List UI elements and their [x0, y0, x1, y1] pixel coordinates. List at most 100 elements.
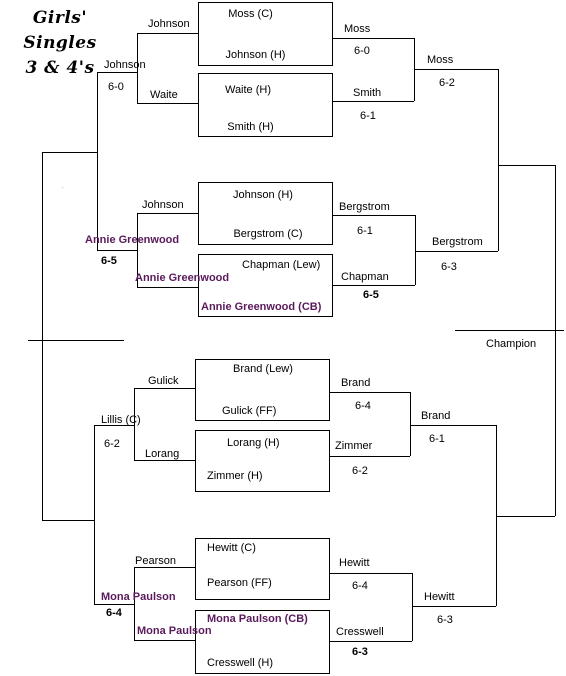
- line: [137, 103, 198, 104]
- r2-brand-score: 6-4: [355, 400, 371, 412]
- line: [97, 72, 98, 250]
- box1-bottom-player: Johnson (H): [225, 49, 286, 61]
- line: [134, 388, 135, 460]
- r1-gulick: Gulick: [148, 375, 179, 387]
- box5-bottom-player: Gulick (FF): [222, 405, 277, 417]
- r3-bergstrom-score: 6-3: [441, 261, 457, 273]
- r2-brand: Brand: [341, 377, 371, 389]
- box5-top-player: Brand (Lew): [233, 363, 293, 375]
- bracket-title: Girls' Singles 3 & 4's: [10, 6, 110, 81]
- line: [94, 425, 95, 604]
- line: [498, 165, 555, 166]
- left-johnson-score: 6-0: [108, 81, 124, 93]
- r2-bergstrom-score: 6-1: [357, 225, 373, 237]
- left-greenwood: Annie Greenwood: [85, 234, 180, 246]
- left-johnson: Johnson: [104, 59, 146, 71]
- match-box-6: [195, 430, 330, 492]
- line: [333, 285, 415, 286]
- box7-top-player: Hewitt (C): [207, 542, 256, 554]
- box1-top-player: Moss (C): [228, 8, 273, 20]
- r2-hewitt-score: 6-4: [352, 580, 368, 592]
- box6-bottom-player: Zimmer (H): [207, 470, 263, 482]
- match-box-7: [195, 538, 330, 600]
- r2-cresswell: Cresswell: [336, 626, 384, 638]
- r3-brand-score: 6-1: [429, 433, 445, 445]
- r2-zimmer-score: 6-2: [352, 465, 368, 477]
- line: [330, 573, 412, 574]
- line: [134, 388, 195, 389]
- r2-chapman: Chapman: [341, 271, 389, 283]
- match-box-3: [198, 182, 333, 245]
- line: [137, 33, 138, 103]
- line: [412, 606, 496, 607]
- left-greenwood-score: 6-5: [101, 255, 117, 267]
- box2-bottom-player: Smith (H): [227, 121, 274, 133]
- match-box-8: [195, 610, 330, 674]
- box8-top-player: Mona Paulson (CB): [207, 613, 308, 625]
- line: [134, 567, 135, 640]
- title-line-3: 3 & 4's: [25, 58, 95, 78]
- r3-bergstrom: Bergstrom: [432, 236, 483, 248]
- box3-bottom-player: Bergstrom (C): [233, 228, 303, 240]
- line: [412, 573, 413, 641]
- r2-zimmer: Zimmer: [335, 440, 373, 452]
- r3-hewitt-score: 6-3: [437, 614, 453, 626]
- box6-top-player: Lorang (H): [227, 437, 280, 449]
- line: [333, 101, 414, 102]
- r1-lorang: Lorang: [145, 448, 180, 460]
- line: [414, 69, 498, 70]
- line: [137, 33, 198, 34]
- line: [134, 460, 195, 461]
- line: [42, 520, 94, 521]
- title-line-1: Girls': [32, 8, 88, 28]
- line: [330, 392, 410, 393]
- line: [97, 250, 137, 251]
- line: [415, 215, 416, 285]
- r1-johnson-b: Johnson: [142, 199, 184, 211]
- r2-smith-score: 6-1: [360, 110, 376, 122]
- line: [134, 640, 195, 641]
- line: [496, 425, 497, 606]
- r1-greenwood: Annie Greenwood: [135, 272, 230, 284]
- line: [333, 215, 415, 216]
- r2-chapman-score: 6-5: [363, 289, 379, 301]
- match-box-4: [198, 254, 333, 317]
- box4-top-player: Chapman (Lew): [242, 259, 321, 271]
- line: [410, 425, 496, 426]
- r2-moss: Moss: [344, 23, 371, 35]
- line: [137, 213, 198, 214]
- r3-moss-score: 6-2: [439, 77, 455, 89]
- left-lillis: Lillis (C): [101, 414, 141, 426]
- match-box-2: [198, 73, 333, 137]
- box8-bottom-player: Cresswell (H): [207, 657, 273, 669]
- line: [410, 392, 411, 456]
- match-box-1: [198, 2, 333, 66]
- line: [498, 69, 499, 251]
- line: [42, 152, 97, 153]
- line: [415, 251, 498, 252]
- line: [330, 641, 412, 642]
- champion-label: Champion: [486, 338, 537, 350]
- line: [137, 287, 198, 288]
- line: [330, 456, 410, 457]
- box3-top-player: Johnson (H): [233, 189, 293, 201]
- line: [94, 425, 134, 426]
- r3-moss: Moss: [427, 54, 454, 66]
- line: [134, 567, 195, 568]
- r2-bergstrom: Bergstrom: [339, 201, 390, 213]
- r3-brand: Brand: [421, 410, 451, 422]
- line: [555, 165, 556, 516]
- left-paulson: Mona Paulson: [101, 591, 176, 603]
- match-box-5: [195, 359, 330, 421]
- r2-hewitt: Hewitt: [339, 557, 370, 569]
- title-line-2: Singles: [23, 33, 97, 53]
- r3-hewitt: Hewitt: [424, 591, 455, 603]
- line: [42, 152, 43, 520]
- line: [137, 213, 138, 287]
- line: [97, 72, 137, 73]
- box4-bottom-player: Annie Greenwood (CB): [201, 301, 322, 313]
- line: [496, 516, 555, 517]
- line: [333, 38, 414, 39]
- r2-moss-score: 6-0: [354, 45, 370, 57]
- r1-waite: Waite: [150, 89, 178, 101]
